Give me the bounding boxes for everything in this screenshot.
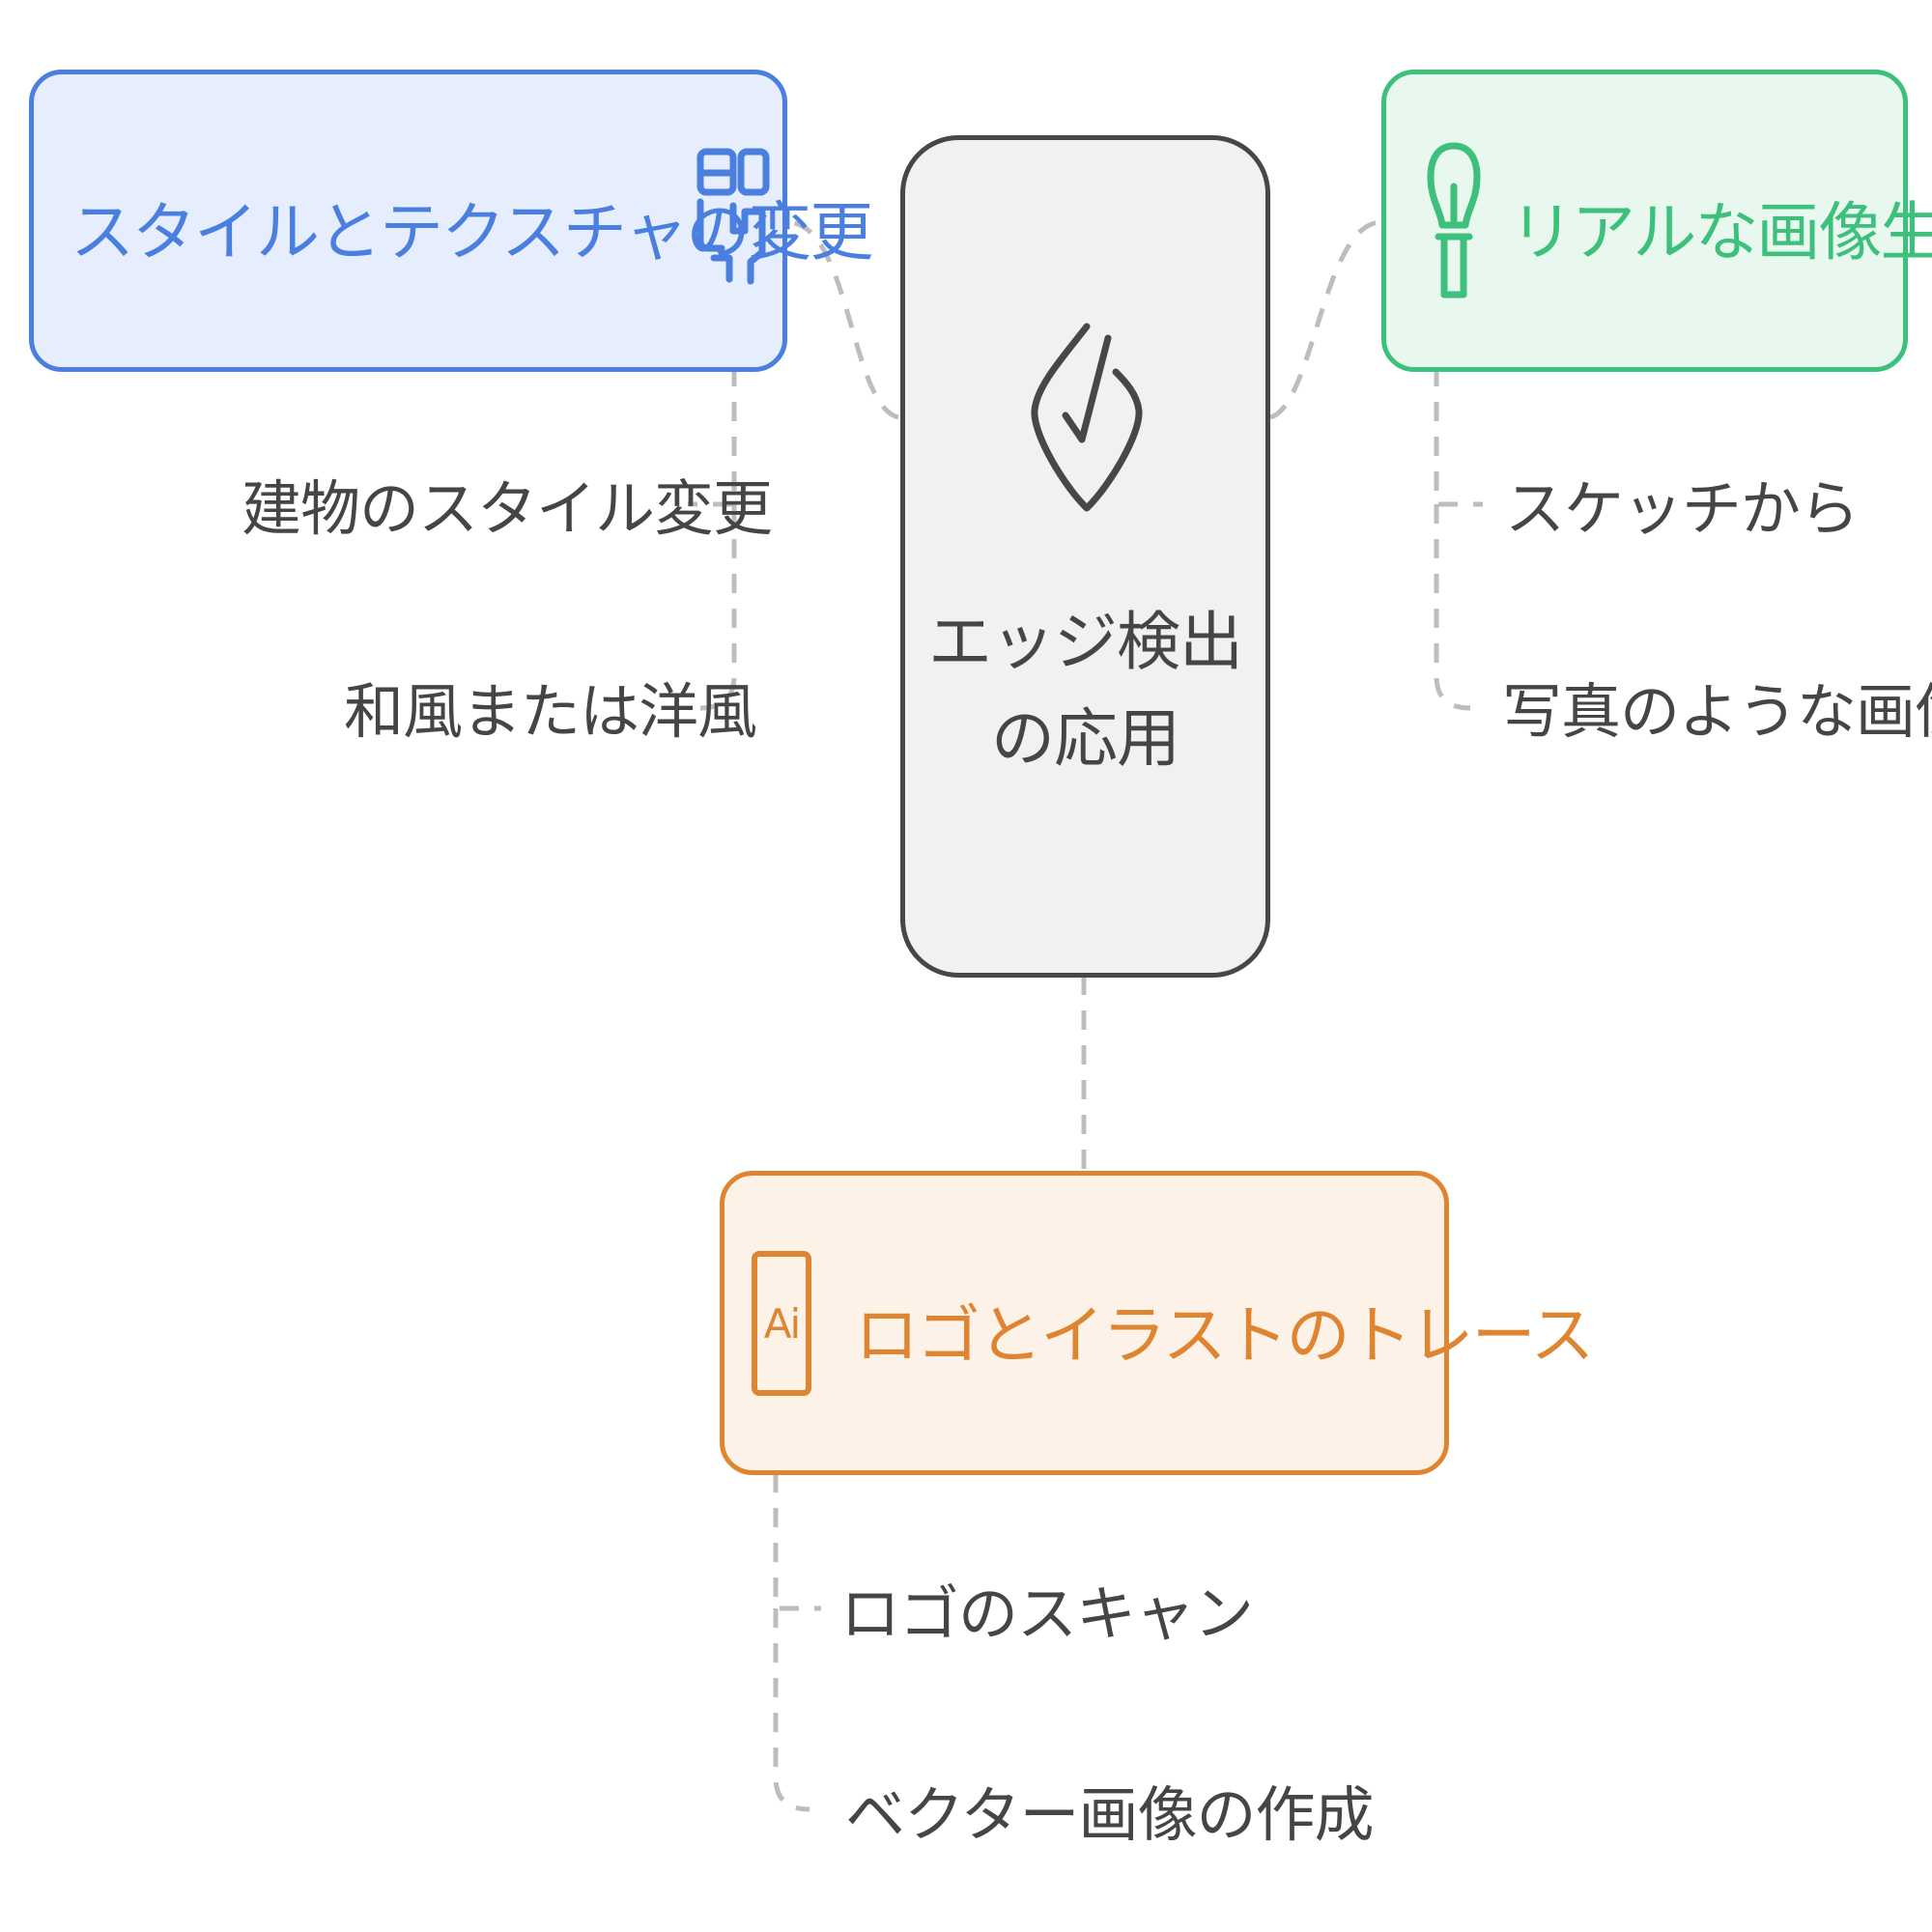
branch-logo-item-2: ベクター画像の作成: [845, 1779, 1375, 1850]
center-title: エッジ検出 の応用: [905, 594, 1265, 787]
connector-style-item-2: [699, 504, 737, 711]
branch-style-item-2: 和風または洋風: [344, 676, 757, 747]
center-title-line-1: エッジ検出: [928, 605, 1243, 679]
adobe-illustrator-icon: Ai: [752, 1251, 811, 1396]
center-title-line-2: の応用: [991, 701, 1180, 776]
branch-logo-trace-title: ロゴとイラストのトレース: [855, 1298, 1594, 1373]
texture-swap-icon: [696, 148, 770, 285]
branch-style-item-1: 建物のスタイル変更: [242, 473, 773, 544]
adobe-illustrator-icon-label: Ai: [763, 1299, 801, 1348]
branch-logo-item-1: ロゴのスキャン: [840, 1578, 1254, 1649]
center-node: エッジ検出 の応用: [900, 135, 1270, 978]
branch-realistic-image-title: リアルな画像生成: [1510, 195, 1932, 270]
connector-realistic-item-1: [1434, 367, 1483, 507]
connector-realistic-item-2: [1434, 504, 1471, 711]
branch-realistic-image: リアルな画像生成: [1381, 70, 1932, 372]
branch-style-texture: スタイルとテクスチャの変更: [29, 70, 873, 372]
connector-style-item-1: [688, 367, 737, 507]
branch-logo-trace: Ai ロゴとイラストのトレース: [720, 1171, 1594, 1475]
check-shield-icon: [1031, 323, 1143, 512]
connector-center-to-realistic: [1269, 219, 1382, 420]
connector-logo-item-2: [773, 1608, 810, 1812]
branch-realistic-item-1: スケッチから: [1505, 473, 1860, 544]
lightbulb-icon: [1427, 142, 1481, 298]
branch-realistic-item-2: 写真のような画像: [1502, 676, 1932, 747]
connector-center-to-style: [786, 219, 899, 420]
connector-logo-item-1: [773, 1473, 821, 1611]
